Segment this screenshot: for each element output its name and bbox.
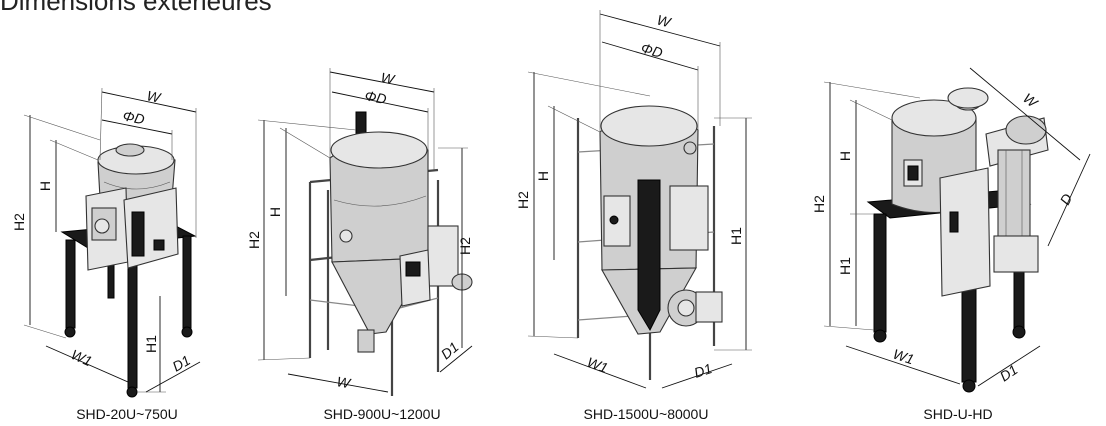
label-h: H — [535, 171, 551, 181]
label-h1: H1 — [143, 335, 159, 353]
dryer-drawing-3: H2 H W ΦD H1 W1 D1 — [515, 10, 752, 389]
label-d1: D1 — [170, 352, 194, 375]
label-w1: W1 — [69, 346, 95, 369]
label-d: D — [1057, 191, 1076, 207]
figure-shd-900u-1200u: H2 H W ΦD H2 W D1 SHD-900U~1200U — [246, 0, 490, 426]
caption-shd-20u-750u: SHD-20U~750U — [76, 406, 178, 422]
label-h2-right: H2 — [457, 237, 473, 255]
figure-shd-u-hd: H2 H H1 W D W1 D1 SHD-U-HD — [800, 0, 1106, 426]
blower-3 — [667, 289, 723, 327]
label-h2: H2 — [811, 195, 827, 213]
dimension-lines-4 — [823, 67, 1091, 387]
caption-shd-900u-1200u: SHD-900U~1200U — [323, 406, 441, 422]
label-h: H — [267, 207, 283, 217]
label-w1: W1 — [585, 354, 610, 376]
label-h: H — [37, 181, 53, 191]
label-h1: H1 — [837, 257, 853, 275]
label-h2: H2 — [11, 213, 27, 231]
label-d1: D1 — [692, 360, 714, 381]
control-box-4 — [939, 87, 1049, 297]
control-box-1 — [85, 187, 179, 271]
dryer-drawing-1: H2 H W ΦD H1 W1 D1 — [11, 87, 201, 398]
dimension-lines-3 — [527, 10, 752, 389]
label-w: W — [655, 11, 674, 30]
label-d1: D1 — [997, 361, 1021, 384]
dryer-drawing-4: H2 H H1 W D W1 D1 — [811, 67, 1091, 393]
label-w-bottom: W — [335, 373, 353, 391]
dryer-drawing-2: H2 H W ΦD H2 W D1 — [246, 68, 473, 396]
label-phid: ΦD — [639, 40, 664, 61]
page-title: Dimensions extérieures — [0, 0, 272, 16]
label-h2: H2 — [515, 191, 531, 209]
label-h2: H2 — [246, 231, 262, 249]
label-phid: ΦD — [363, 87, 387, 107]
label-w: W — [1020, 90, 1042, 112]
dimension-lines-2 — [257, 68, 473, 393]
caption-shd-1500u-8000u: SHD-1500U~8000U — [583, 406, 709, 422]
label-w: W — [379, 69, 397, 88]
label-h: H — [837, 151, 853, 161]
caption-shd-u-hd: SHD-U-HD — [923, 406, 993, 422]
hopper-2 — [329, 111, 429, 353]
hopper-3 — [599, 105, 709, 335]
label-w: W — [145, 87, 163, 106]
dimension-lines-1 — [23, 87, 201, 393]
label-w1: W1 — [891, 346, 916, 368]
control-box-2 — [399, 225, 473, 307]
label-phid: ΦD — [121, 107, 146, 127]
figure-shd-1500u-8000u: H2 H W ΦD H1 W1 D1 SHD-1500U~8000U — [510, 0, 770, 426]
figure-shd-20u-750u: H2 H W ΦD H1 W1 D1 SHD-20U~750U — [0, 0, 260, 426]
label-h1: H1 — [728, 227, 744, 245]
label-d1: D1 — [438, 339, 462, 363]
